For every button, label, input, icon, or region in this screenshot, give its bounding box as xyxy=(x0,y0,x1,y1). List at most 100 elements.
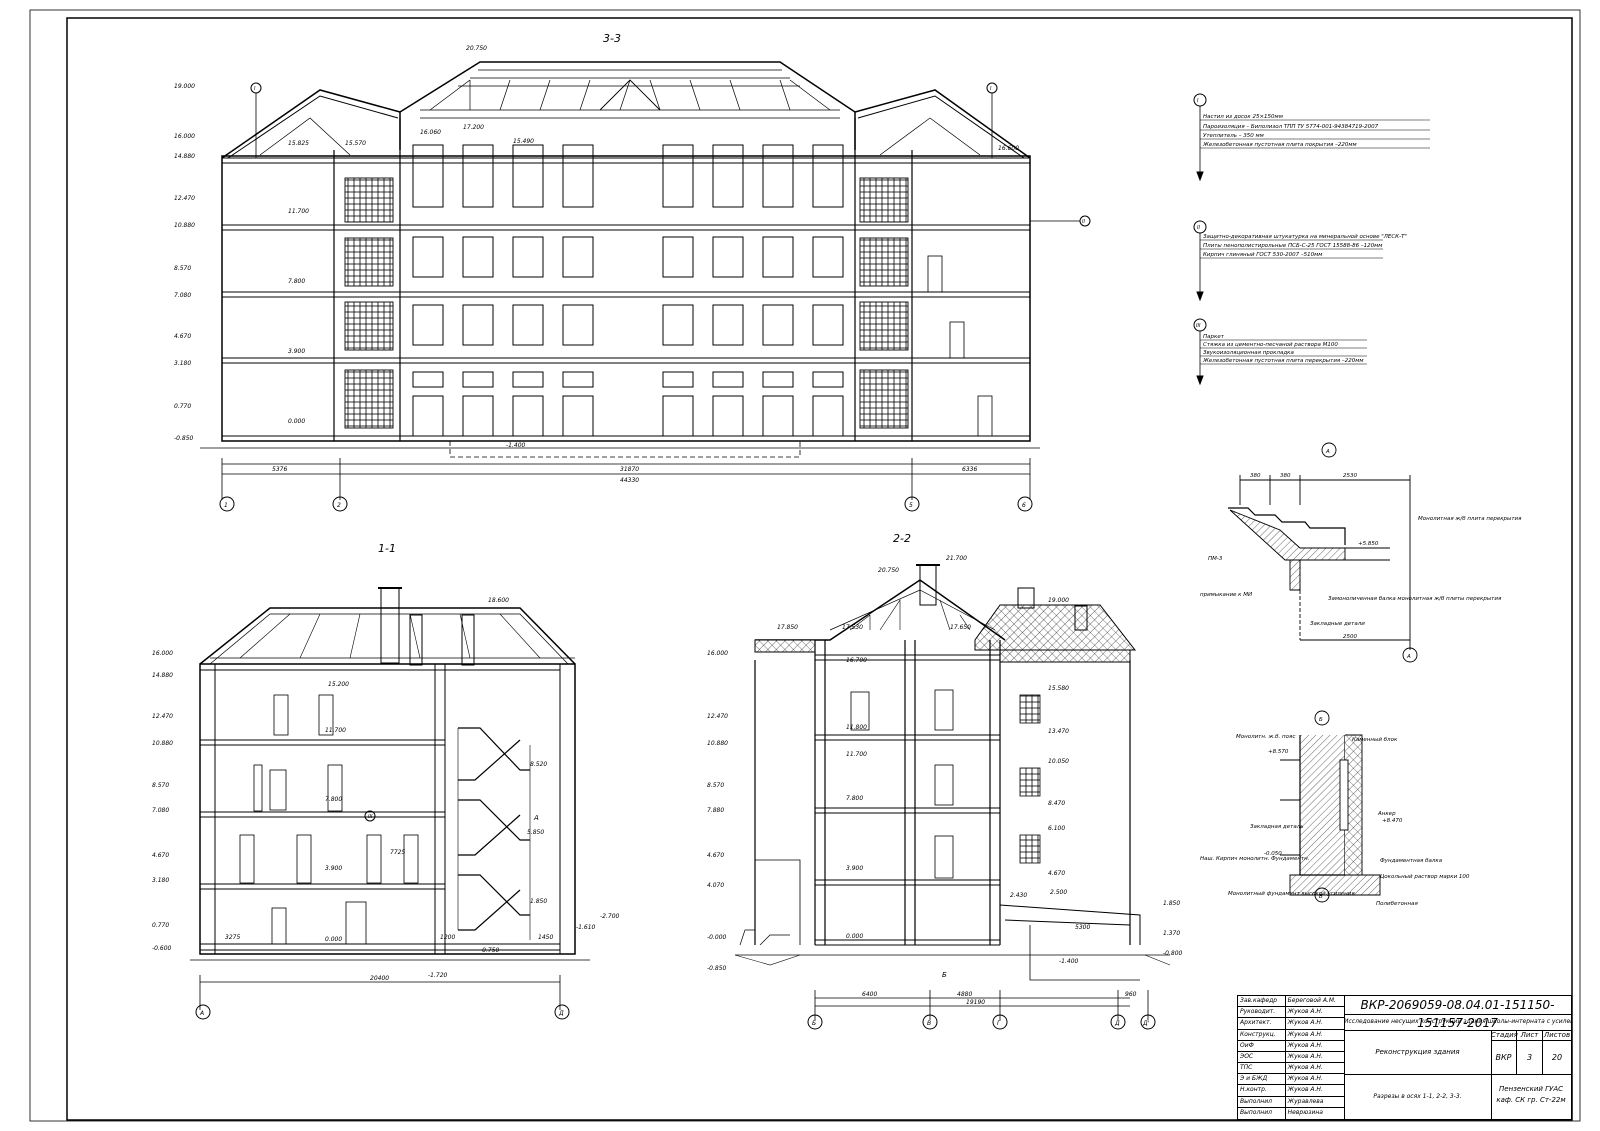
drawing-label: Д xyxy=(558,1010,564,1017)
drawing-label: 2.500 xyxy=(1050,889,1067,896)
drawing-label: 3.180 xyxy=(174,360,191,367)
detail-a xyxy=(1228,442,1418,663)
drawing-label: Замоноличенная балка монолитная ж/б плит… xyxy=(1328,596,1502,602)
drawing-label: 17.200 xyxy=(463,124,484,131)
sheets-header: Листов xyxy=(1543,1031,1571,1041)
drawing-label: В xyxy=(927,1020,931,1027)
sheets-value: 20 xyxy=(1551,1053,1563,1062)
drawing-label: II xyxy=(1197,225,1200,231)
drawing-label: -0.850 xyxy=(174,435,194,442)
drawing-label: 7.800 xyxy=(846,795,863,802)
drawing-label: 8.570 xyxy=(707,782,724,789)
drawing-label: 3.900 xyxy=(846,865,863,872)
drawing-label: 16.060 xyxy=(420,129,441,136)
drawing-label: 11.700 xyxy=(846,751,867,758)
drawing-label: 1-1 xyxy=(378,542,396,555)
drawing-label: 16.000 xyxy=(707,650,728,657)
drawing-label: В xyxy=(1319,894,1323,900)
drawing-label: 380 xyxy=(1280,473,1291,479)
legend-I-text: I Настил из досок 25×150мм Пароизоляция … xyxy=(1197,98,1379,148)
drawing-label: 19.000 xyxy=(1048,597,1069,604)
drawing-label: 1.850 xyxy=(530,898,547,905)
drawing-label: I xyxy=(990,86,992,92)
drawing-label: 20400 xyxy=(370,975,389,982)
drawing-label: 6400 xyxy=(862,991,877,998)
drawing-label: Закладные детали xyxy=(1310,621,1365,627)
drawing-label: 7725 xyxy=(390,849,405,856)
drawing-label: ПМ-3 xyxy=(1208,556,1223,562)
drawing-label: 18.600 xyxy=(488,597,509,604)
drawing-label: 10.880 xyxy=(152,740,173,747)
section-3-3-title: 3-3 xyxy=(603,32,621,45)
drawing-label: 4880 xyxy=(957,991,972,998)
drawing-label: 4.670 xyxy=(707,852,724,859)
organization-name: Пензенский ГУАС xyxy=(1499,1085,1563,1093)
detail-a-text: А А 380 380 2530 2500 +5.850 ПМ-3 Моноли… xyxy=(1200,449,1522,660)
drawing-label: +8.470 xyxy=(1382,818,1403,824)
drawing-label: 0.000 xyxy=(288,418,305,425)
sheet-frame-inner xyxy=(66,17,1573,1121)
drawing-label: Д' xyxy=(1142,1020,1150,1027)
drawing-label: 0.770 xyxy=(152,922,169,929)
drawing-label: Наш. Кирпич монолитн. Фундаментн. xyxy=(1200,856,1310,862)
stage-value: ВКР xyxy=(1491,1041,1517,1074)
drawing-label: А xyxy=(1325,449,1330,455)
sheet-frame-outer xyxy=(29,9,1581,1122)
section-1-1-texts: 1-1 16.000 14.880 12.470 10.880 8.570 7.… xyxy=(152,542,620,1017)
drawing-label: 8.570 xyxy=(174,265,191,272)
drawing-label: 17.850 xyxy=(777,624,798,631)
drawing-label: Анкер xyxy=(1377,811,1396,817)
role-row: Руководит.Жуков А.Н. xyxy=(1238,1007,1344,1019)
drawing-label: -0.600 xyxy=(152,945,172,952)
drawing-label: Цокольный раствор марки 100 xyxy=(1380,874,1470,880)
drawing-label: Железобетонная пустотная плита перекрыти… xyxy=(1202,358,1364,364)
drawing-label: 8.570 xyxy=(152,782,169,789)
drawing-label: 8.520 xyxy=(530,761,547,768)
drawing-label: -1.610 xyxy=(576,924,596,931)
drawing-label: 12.470 xyxy=(174,195,195,202)
role-row: Н.контр.Жуков А.Н. xyxy=(1238,1085,1344,1097)
drawing-label: 2 xyxy=(337,502,341,509)
drawing-label: Д xyxy=(1114,1020,1120,1027)
drawing-label: А xyxy=(1406,654,1411,660)
drawing-label: 5300 xyxy=(1075,924,1090,931)
drawing-label: 2-2 xyxy=(893,532,911,545)
drawing-label: 15.580 xyxy=(1048,685,1069,692)
drawing-label: Стяжка из цементно-песчаной раствора М10… xyxy=(1203,342,1338,348)
drawing-label: 11.700 xyxy=(325,727,346,734)
drawing-label: Железобетонная пустотная плита покрытия … xyxy=(1202,142,1357,148)
drawing-label: 16.000 xyxy=(152,650,173,657)
detail-b-text: Б В +8.570 +8.470 -0.050 Монолитн. ж.б. … xyxy=(1200,717,1470,907)
legend-III xyxy=(1193,318,1367,386)
drawing-label: -0.850 xyxy=(707,965,727,972)
drawing-label: 6336 xyxy=(962,466,977,473)
drawing-label: 7.800 xyxy=(288,278,305,285)
drawing-label: Защитно-декоративная штукатурка на минер… xyxy=(1203,234,1407,240)
sheet-name: Разрезы в осях 1-1, 2-2, 3-3. xyxy=(1344,1074,1492,1119)
drawing-label: 31870 xyxy=(620,466,639,473)
drawing-label: 17.530 xyxy=(842,624,863,631)
drawing-label: 960 xyxy=(1125,991,1137,998)
drawing-label: 14.880 xyxy=(174,153,195,160)
drawing-label: -1.720 xyxy=(428,972,448,979)
drawing-label: 20.750 xyxy=(878,567,899,574)
drawing-label: 15.825 xyxy=(288,140,309,147)
drawing-label: 4.670 xyxy=(1048,870,1065,877)
drawing-label: 7.880 xyxy=(707,807,724,814)
section-2-2 xyxy=(734,564,1171,1030)
legend-II xyxy=(1193,220,1383,302)
sheet-value: 3 xyxy=(1517,1041,1543,1074)
drawing-label: 4.670 xyxy=(174,333,191,340)
drawing-label: Б xyxy=(942,971,947,979)
drawing-label: 1200 xyxy=(440,934,455,941)
drawing-label: 12.470 xyxy=(707,713,728,720)
organization: Пензенский ГУАС каф. СК гр. Ст-22м xyxy=(1491,1074,1571,1119)
drawing-label: -0.800 xyxy=(1163,950,1183,957)
drawing-label: Монолитный фундамент высокой усиления xyxy=(1228,891,1355,897)
